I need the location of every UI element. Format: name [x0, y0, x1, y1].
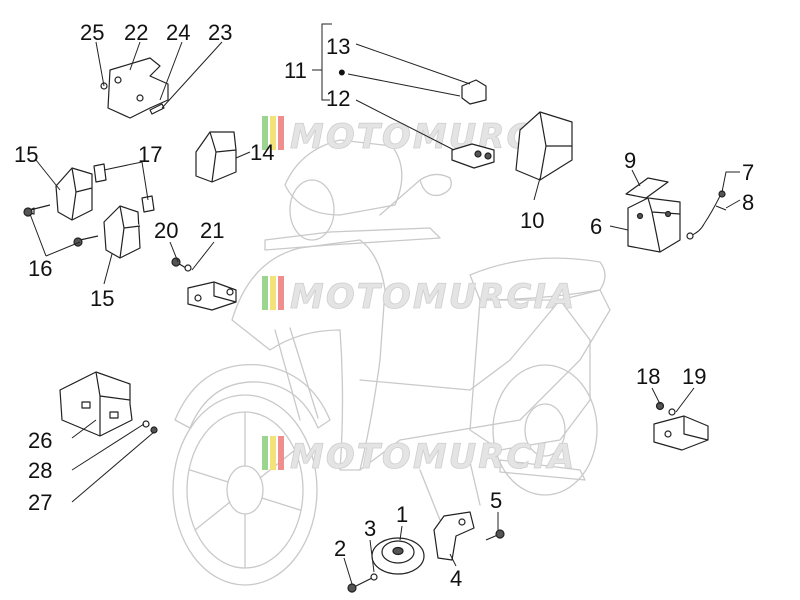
- part-strap-9: [625, 177, 669, 199]
- callout-23: 23: [208, 20, 232, 45]
- part-rubber-holder-14: [195, 131, 237, 183]
- part-clip-17: [93, 163, 155, 213]
- callout-5: 5: [490, 488, 502, 513]
- part-relay-12-13: [451, 79, 495, 169]
- part-battery-6: [627, 197, 681, 253]
- callout-14: 14: [250, 140, 274, 165]
- part-cable-7-8: [686, 190, 727, 240]
- callout-1: 1: [396, 502, 408, 527]
- callout-10: 10: [520, 208, 544, 233]
- part-bracket-21: [171, 257, 237, 311]
- callout-20: 20: [154, 218, 178, 243]
- part-bracket-19: [653, 401, 709, 451]
- callout-6: 6: [590, 214, 602, 239]
- callout-22: 22: [124, 20, 148, 45]
- part-bracket-26: [59, 371, 158, 437]
- callout-27: 27: [28, 490, 52, 515]
- callout-18: 18: [636, 364, 660, 389]
- callout-9: 9: [624, 148, 636, 173]
- callout-13: 13: [326, 34, 350, 59]
- scooter-outline: [172, 139, 611, 586]
- callout-15-lower: 15: [90, 286, 114, 311]
- callout-8: 8: [742, 190, 754, 215]
- part-screw-16: [23, 204, 99, 247]
- watermark-text: MOTOMURCIA: [290, 277, 576, 317]
- callout-26: 26: [28, 428, 52, 453]
- watermark-text: MOTOMURCIA: [290, 437, 576, 477]
- part-bracket-plate: [100, 57, 169, 119]
- part-horn-bracket-4: [433, 511, 475, 561]
- part-holder-15-upper: [55, 167, 93, 221]
- callout-2: 2: [334, 536, 346, 561]
- leader-lines: [29, 23, 741, 585]
- callout-25: 25: [80, 20, 104, 45]
- callout-19: 19: [682, 364, 706, 389]
- callout-4: 4: [450, 566, 462, 591]
- callout-11: 11: [284, 58, 307, 83]
- part-holder-15-lower: [103, 205, 141, 259]
- callout-16: 16: [28, 256, 52, 281]
- callout-28: 28: [28, 458, 52, 483]
- part-support-10: [515, 111, 573, 181]
- callout-24: 24: [166, 20, 190, 45]
- callout-labels: 25 22 24 23 14 15 17 16 15 20 21 13 11 •…: [14, 20, 754, 591]
- callout-21: 21: [200, 218, 224, 243]
- callout-3: 3: [364, 516, 376, 541]
- callout-7: 7: [742, 160, 754, 185]
- callout-12: 12: [326, 86, 350, 111]
- part-horn-1: [371, 537, 425, 575]
- callout-17: 17: [138, 142, 162, 167]
- callout-15-upper: 15: [14, 142, 38, 167]
- callout-bullet: •: [338, 60, 346, 85]
